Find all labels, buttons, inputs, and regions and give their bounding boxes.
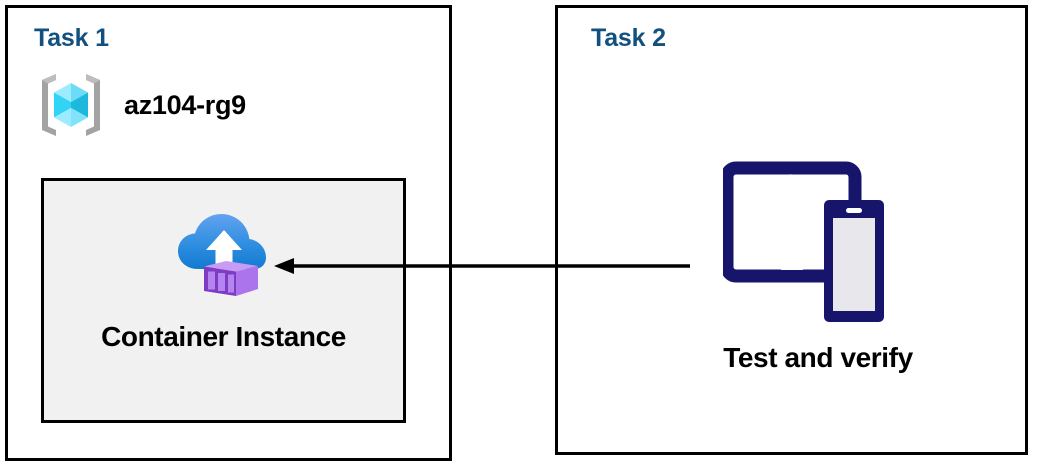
- resource-group-row: az104-rg9: [34, 68, 246, 142]
- test-and-verify-group: Test and verify: [678, 158, 958, 374]
- flow-arrow: [270, 248, 690, 284]
- container-instance-label: Container Instance: [101, 321, 346, 352]
- task-2-title: Task 2: [591, 24, 666, 52]
- container-instance-box: Container Instance: [41, 178, 406, 423]
- tablet-and-phone-devices-icon: [678, 158, 958, 330]
- task-1-panel: Task 1: [5, 5, 452, 461]
- resource-group-label: az104-rg9: [124, 89, 246, 120]
- task-2-panel: Task 2 Test and verify: [555, 5, 1028, 455]
- task-1-title: Task 1: [34, 24, 109, 52]
- azure-resource-group-icon: [34, 68, 108, 142]
- test-and-verify-label: Test and verify: [723, 342, 913, 373]
